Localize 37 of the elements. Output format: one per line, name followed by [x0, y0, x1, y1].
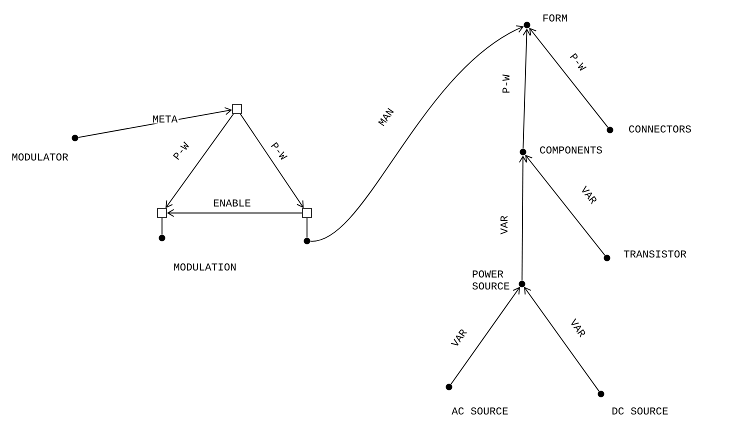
arrow [529, 28, 608, 128]
edge-label: META [151, 114, 179, 124]
arrow [166, 209, 303, 217]
arrow [166, 113, 234, 208]
concept-node: MODULATOR [12, 134, 78, 161]
node-label: MODULATOR [12, 153, 68, 161]
edge-label: VAR [449, 326, 469, 350]
arrow [450, 286, 520, 385]
concept-node: TRANSISTOR [604, 250, 686, 262]
node-label: CONNECTORS [629, 125, 691, 133]
edge-label: ENABLE [212, 198, 252, 208]
arrow [240, 113, 304, 208]
concept-node: DC SOURCE [598, 390, 668, 415]
link-box [232, 104, 242, 114]
node-label: TRANSISTOR [624, 250, 686, 258]
node-label: MODULATION [174, 263, 236, 271]
link-box [302, 208, 312, 218]
arrow [522, 28, 531, 149]
connector-line [306, 217, 308, 238]
edge-label: P-W [502, 74, 510, 94]
arrow [525, 154, 606, 256]
node-label: POWER SOURCE [472, 270, 510, 290]
concept-node: MODULATION [158, 234, 236, 271]
node-label: DC SOURCE [612, 407, 668, 415]
arrow [518, 155, 527, 281]
node-label: FORM [543, 14, 567, 22]
concept-node: COMPONENTS [520, 146, 602, 156]
node-label: COMPONENTS [540, 146, 602, 154]
edge-label: VAR [500, 214, 508, 236]
arrow [310, 25, 524, 242]
concept-node: AC SOURCE [446, 384, 508, 415]
link-box [157, 208, 167, 218]
arrow [524, 286, 600, 392]
node-label: AC SOURCE [452, 407, 508, 415]
concept-node: CONNECTORS [606, 125, 691, 134]
concept-node: FORM [524, 14, 567, 28]
concept-node: POWER SOURCE [472, 270, 526, 290]
